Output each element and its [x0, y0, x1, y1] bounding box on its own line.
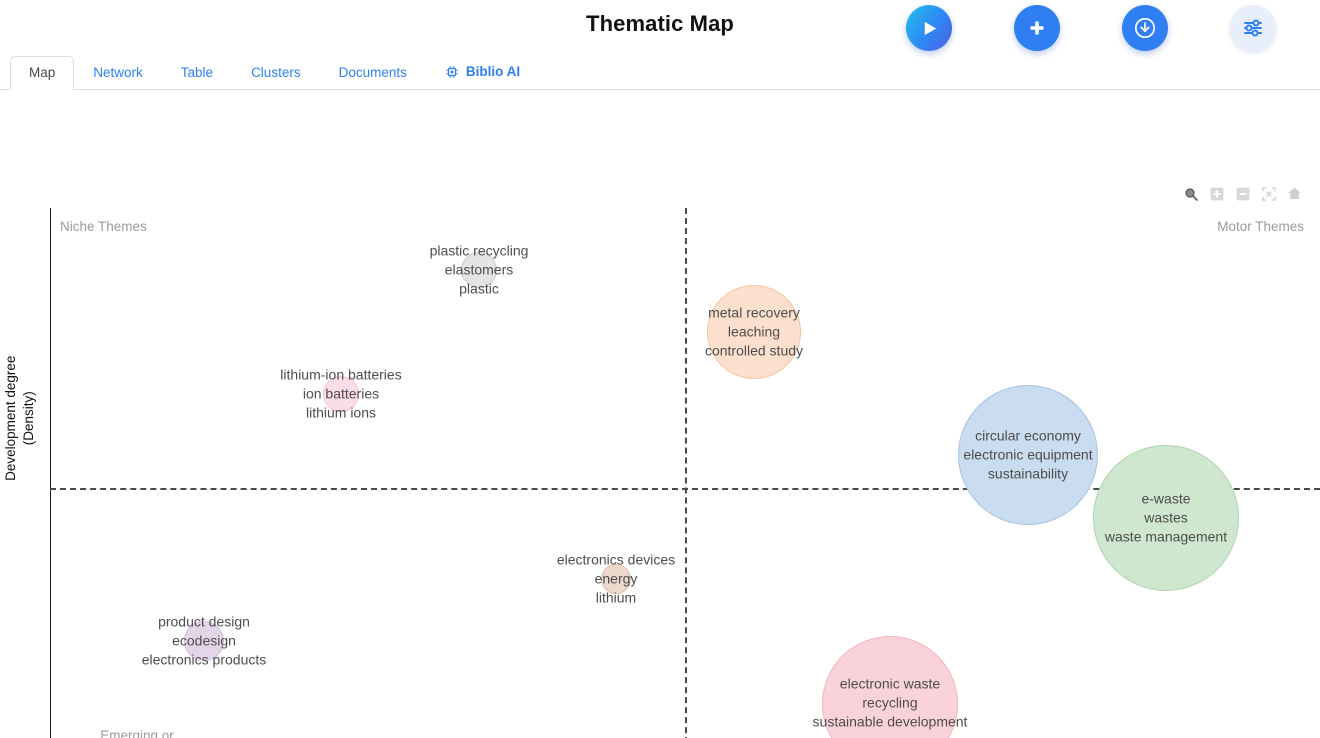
tab-table[interactable]: Table: [162, 56, 232, 91]
download-button[interactable]: [1122, 5, 1168, 51]
add-button[interactable]: [1014, 5, 1060, 51]
tab-documents[interactable]: Documents: [320, 56, 426, 91]
tab-clusters[interactable]: Clusters: [232, 56, 320, 91]
centrality-divider: [685, 208, 687, 738]
tab-biblio-ai[interactable]: Biblio AI: [426, 55, 539, 90]
quadrant-label-emerging-declining-themes: Emerging or Declining Themes: [100, 728, 174, 738]
download-circle-icon: [1133, 16, 1157, 40]
tab-label: Table: [180, 64, 214, 80]
tab-label: Documents: [338, 64, 407, 80]
tab-label: Map: [29, 64, 56, 80]
quadrant-label-niche-themes: Niche Themes: [60, 219, 147, 234]
tab-map[interactable]: Map: [10, 55, 75, 90]
tab-label: Network: [93, 64, 143, 80]
play-icon: [920, 19, 939, 38]
zoom-in-icon[interactable]: [1209, 186, 1224, 201]
theme-bubble[interactable]: [1093, 445, 1239, 591]
plot-area[interactable]: [50, 208, 1320, 738]
quadrant-label-motor-themes: Motor Themes: [1217, 219, 1304, 234]
app-header: Thematic Map: [0, 0, 1320, 52]
sliders-icon: [1242, 17, 1264, 39]
tab-bar: Map Network Table Clusters Documents: [0, 52, 1320, 90]
theme-bubble[interactable]: [822, 636, 958, 738]
density-divider: [50, 488, 1320, 490]
tab-label: Biblio AI: [465, 64, 521, 80]
theme-bubble[interactable]: [958, 385, 1098, 525]
theme-bubble[interactable]: [323, 376, 359, 412]
settings-button[interactable]: [1230, 5, 1276, 51]
zoom-out-icon[interactable]: [1235, 186, 1250, 201]
tab-label: Clusters: [251, 64, 301, 80]
run-button[interactable]: [906, 5, 952, 51]
theme-bubble[interactable]: [461, 252, 497, 288]
theme-bubble[interactable]: [184, 621, 224, 661]
theme-bubble[interactable]: [601, 564, 631, 594]
y-axis-label: Development degree (Density): [2, 355, 36, 481]
header-toolbar: [906, 5, 1276, 51]
theme-bubble[interactable]: [707, 285, 801, 379]
home-icon[interactable]: [1287, 186, 1302, 201]
tab-network[interactable]: Network: [74, 56, 162, 91]
expand-icon[interactable]: [1261, 186, 1276, 201]
plot-controls: [1183, 186, 1302, 201]
page-title: Thematic Map: [586, 11, 734, 36]
thematic-map-chart: Niche Themes Motor Themes Emerging or De…: [0, 90, 1320, 738]
plus-icon: [1027, 18, 1047, 38]
zoom-select-icon[interactable]: [1183, 186, 1198, 201]
chip-icon: [445, 65, 459, 79]
